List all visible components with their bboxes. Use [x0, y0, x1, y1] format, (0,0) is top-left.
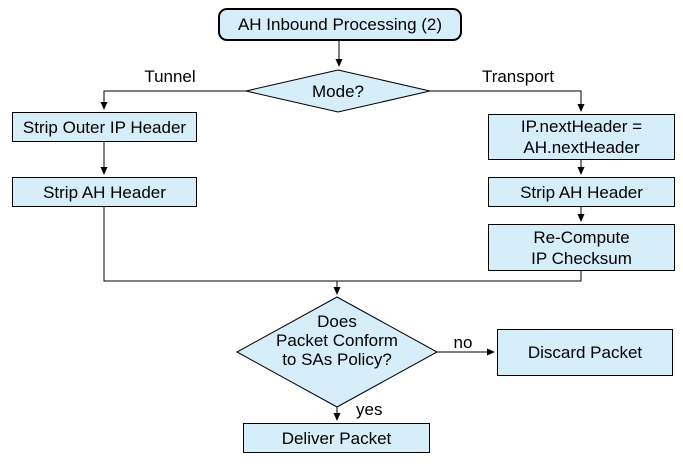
node-strip-outer-ip-header: Strip Outer IP Header [12, 112, 197, 142]
edge-label-no: no [453, 333, 473, 352]
mode-decision-label: Mode? [312, 82, 364, 101]
policy-decision-label: Does Packet Conform to SAs Policy? [276, 312, 398, 369]
edge-mode-transport [430, 90, 585, 112]
edge-mode-tunnel [100, 90, 246, 110]
node-start: AH Inbound Processing (2) [218, 8, 462, 41]
node-strip-ah-header-tunnel: Strip AH Header [12, 177, 197, 207]
edge-label-yes: yes [356, 400, 383, 419]
node-deliver-packet: Deliver Packet [243, 423, 430, 453]
node-ip-next-header: IP.nextHeader = AH.nextHeader [488, 114, 675, 160]
edge-label-tunnel: Tunnel [144, 67, 196, 86]
node-recompute-ip-checksum: Re-Compute IP Checksum [488, 224, 675, 271]
node-strip-ah-header-transport: Strip AH Header [488, 177, 675, 207]
node-discard-packet: Discard Packet [497, 329, 673, 376]
edge-tunnel-branch-merge [103, 207, 337, 282]
mode-decision-diamond-shape [245, 69, 431, 113]
edge-label-transport: Transport [481, 67, 555, 86]
edge-transport-branch-merge [337, 271, 582, 282]
